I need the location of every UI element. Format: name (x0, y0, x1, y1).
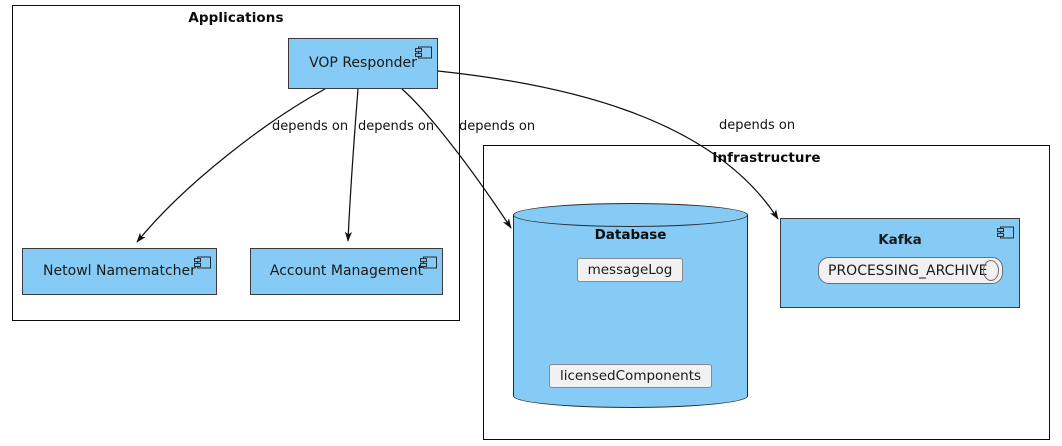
uml-component-icon (420, 254, 437, 269)
component-netowl-namematcher[interactable]: Netowl Namematcher (22, 248, 217, 295)
table-message-log-label: messageLog (587, 262, 673, 278)
component-kafka-label: Kafka (878, 232, 922, 248)
uml-component-icon (415, 44, 432, 59)
kafka-topic-processing-archive-label: PROCESSING_ARCHIVE (828, 262, 988, 279)
uml-component-icon (997, 224, 1014, 239)
uml-component-icon (194, 254, 211, 269)
table-message-log[interactable]: messageLog (577, 258, 683, 282)
package-infrastructure: Infrastructure (483, 145, 1050, 440)
component-netowl-namematcher-label: Netowl Namematcher (43, 262, 196, 279)
table-licensed-components[interactable]: licensedComponents (549, 364, 712, 388)
component-vop-responder[interactable]: VOP Responder (288, 38, 438, 89)
package-infrastructure-title: Infrastructure (712, 150, 821, 166)
component-account-management-label: Account Management (269, 262, 424, 279)
package-applications: Applications (12, 5, 460, 321)
package-applications-title: Applications (188, 10, 284, 26)
component-vop-responder-label: VOP Responder (309, 54, 417, 71)
database-label: Database (594, 227, 667, 243)
edge-label-vop-to-account: depends on (358, 119, 435, 134)
component-account-management[interactable]: Account Management (250, 248, 443, 295)
kafka-topic-processing-archive[interactable]: PROCESSING_ARCHIVE (818, 257, 1003, 284)
edge-label-vop-to-database: depends on (459, 119, 536, 134)
queue-end-arc (983, 260, 999, 281)
edge-label-vop-to-kafka: depends on (719, 118, 796, 133)
database-cylinder-top (513, 203, 748, 227)
edge-label-vop-to-netowl: depends on (272, 119, 349, 134)
table-licensed-components-label: licensedComponents (559, 368, 702, 384)
